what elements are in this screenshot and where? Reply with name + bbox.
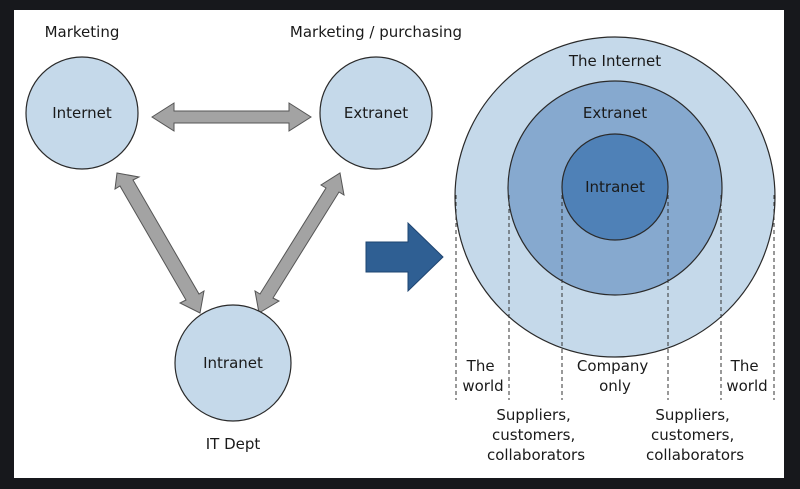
- transition-arrow: [365, 221, 444, 293]
- extranet-node-label: Extranet: [344, 104, 408, 122]
- boundary-lines: [455, 195, 775, 400]
- internet-node: [25, 56, 139, 170]
- company-only-label: Company only: [577, 357, 653, 395]
- arrow-internet-intranet: [114, 172, 205, 314]
- internet-node-label: Internet: [52, 104, 112, 122]
- intranet-core-label: Intranet: [585, 178, 645, 196]
- intranet-node: [174, 304, 292, 422]
- arrow-extranet-intranet: [254, 172, 345, 314]
- diagram-canvas: Internet Extranet Intranet Marketing Mar…: [25, 23, 776, 464]
- intranet-node-label: Intranet: [203, 354, 263, 372]
- extranet-caption: Marketing / purchasing: [290, 23, 462, 41]
- diagram-frame: Internet Extranet Intranet Marketing Mar…: [14, 10, 784, 478]
- intranet-core: [561, 133, 669, 241]
- world-right-label: The world: [726, 357, 767, 395]
- world-left-label: The world: [462, 357, 503, 395]
- suppliers-right-label: Suppliers, customers, collaborators: [646, 406, 744, 464]
- internet-ring-label: The Internet: [568, 52, 661, 70]
- arrow-internet-extranet: [151, 102, 312, 132]
- intranet-caption: IT Dept: [206, 435, 261, 453]
- internet-caption: Marketing: [45, 23, 120, 41]
- suppliers-left-label: Suppliers, customers, collaborators: [487, 406, 585, 464]
- extranet-node: [319, 56, 433, 170]
- extranet-ring-label: Extranet: [583, 104, 647, 122]
